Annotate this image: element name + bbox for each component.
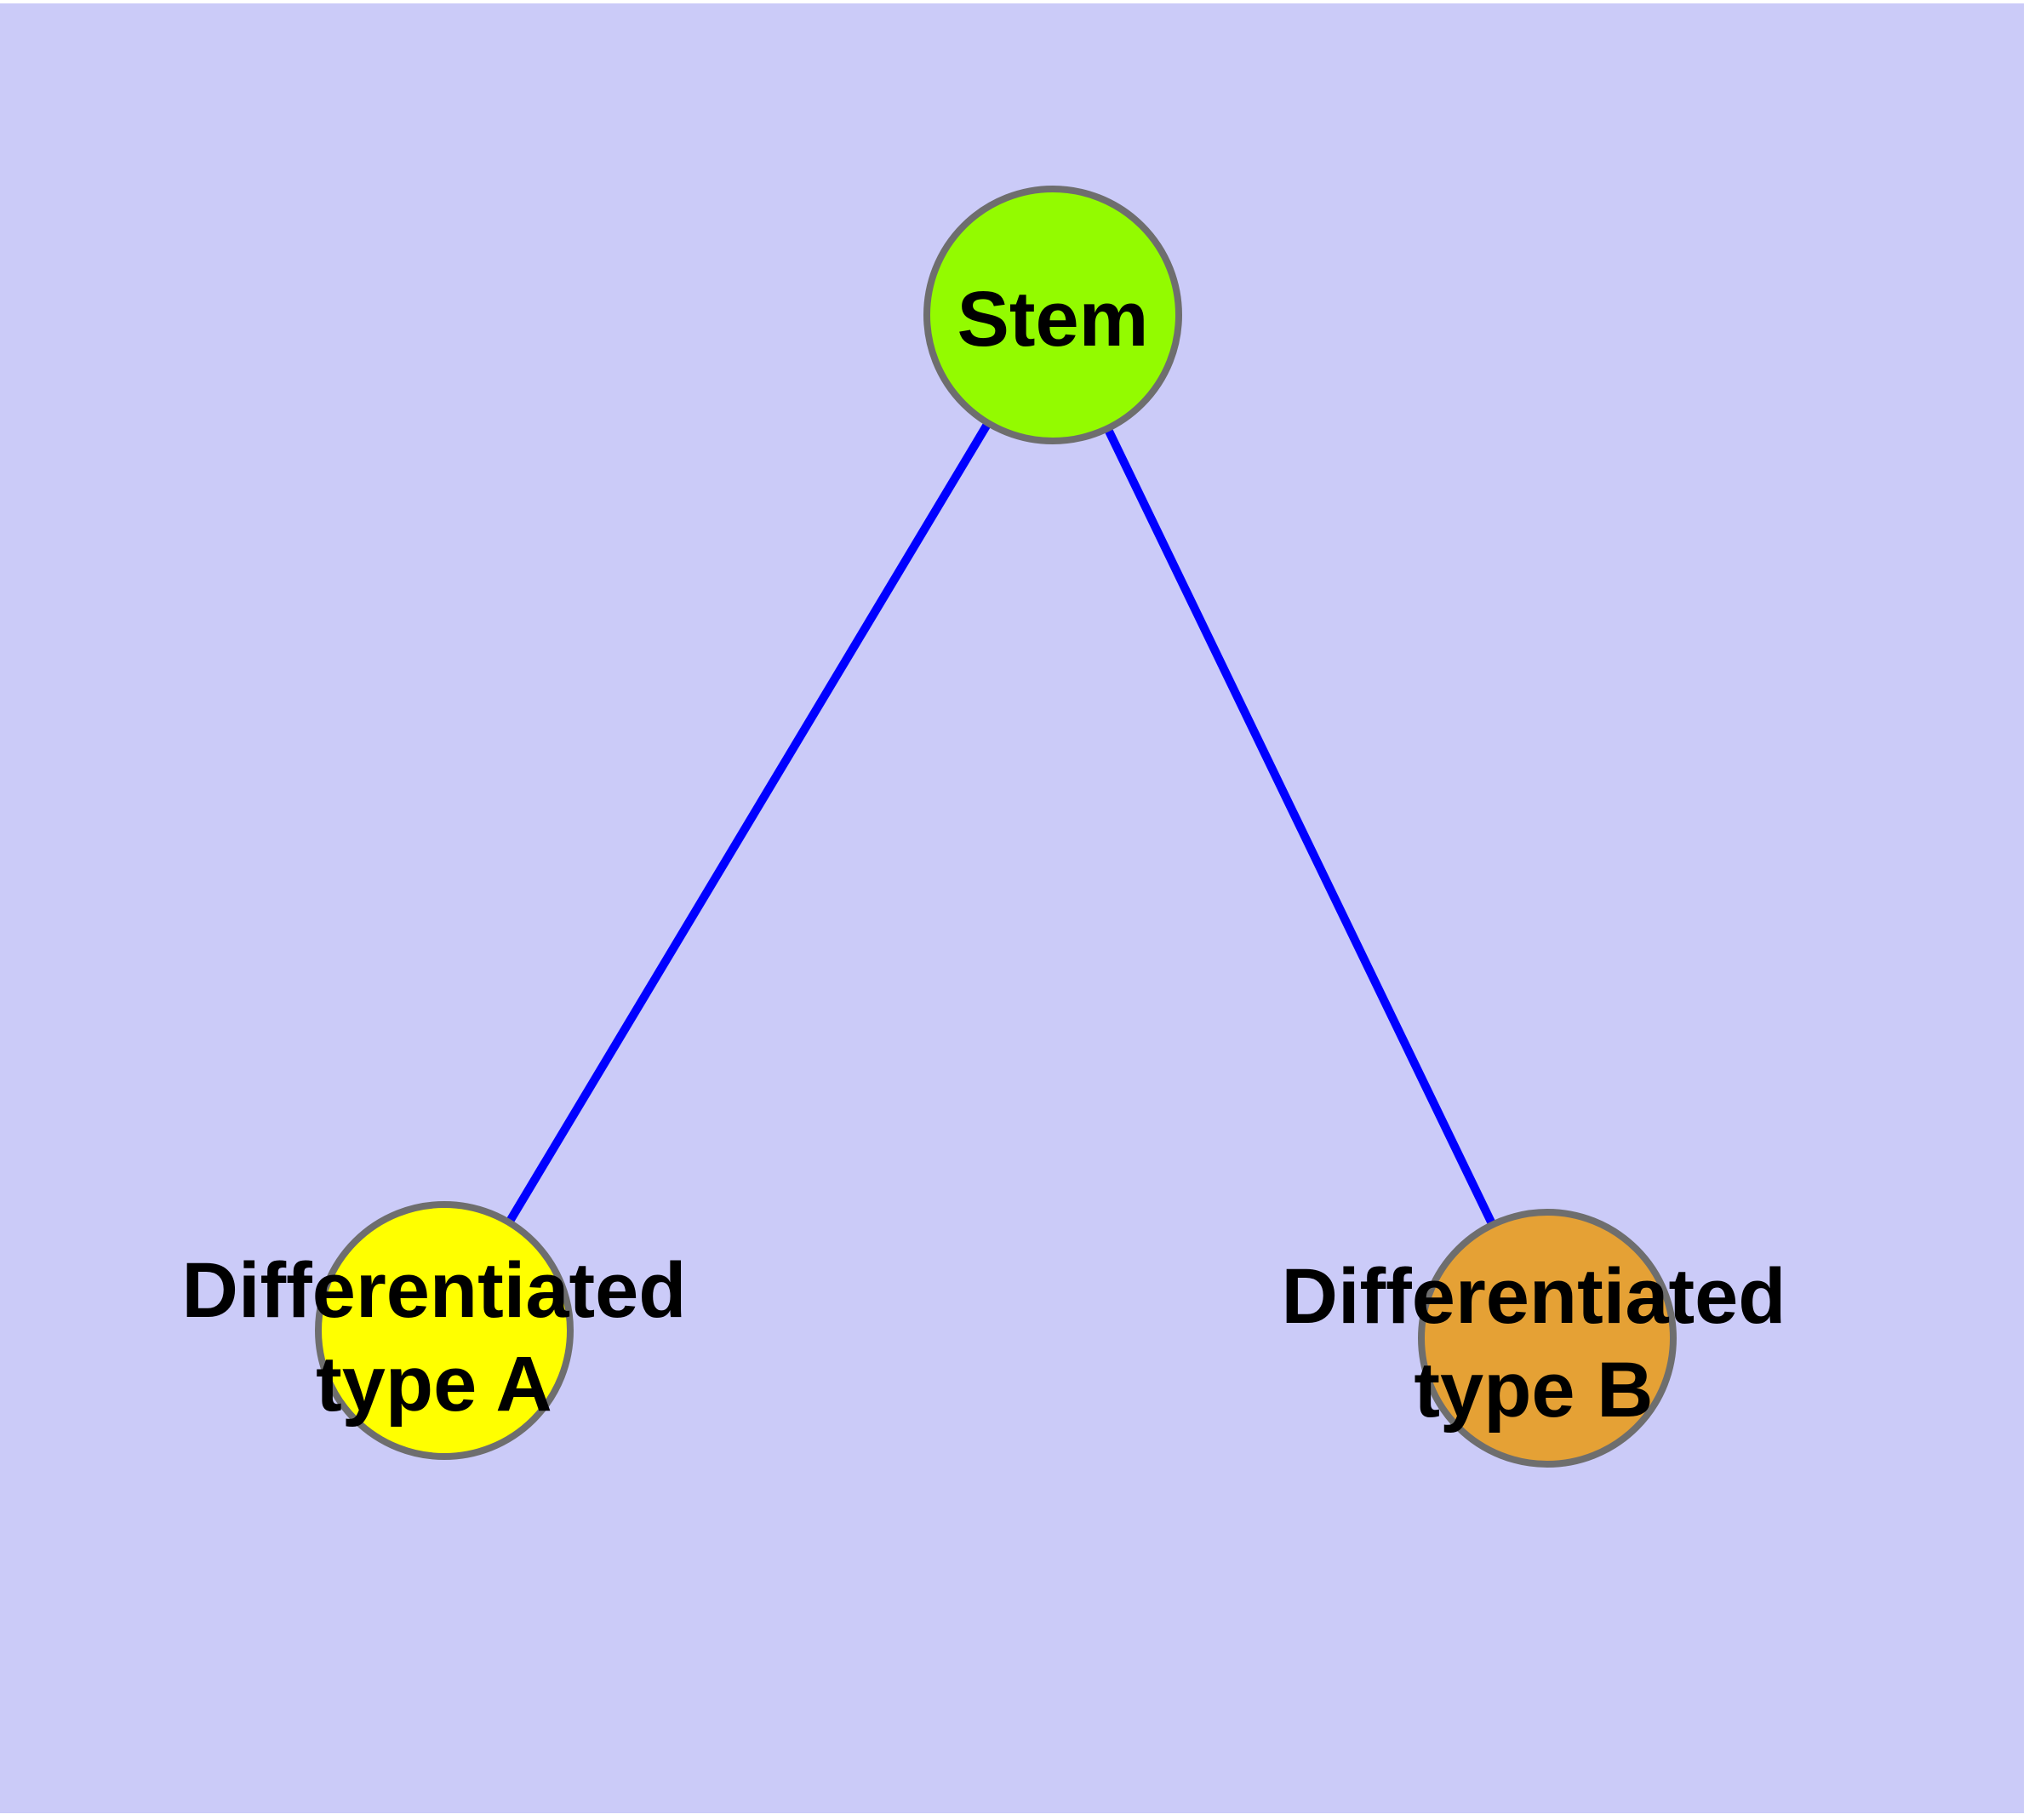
node-stem-circle[interactable]: [923, 186, 1182, 444]
edge-stem-to-type-b[interactable]: [1049, 312, 1552, 1341]
node-stem[interactable]: Stem: [923, 186, 1182, 444]
node-stem-label: Stem: [957, 276, 1149, 363]
node-differentiated-type-b-label-line2: type B: [1414, 1347, 1653, 1434]
node-differentiated-type-a[interactable]: Differentiated type A: [182, 1201, 687, 1460]
node-differentiated-type-a-label-line1: Differentiated: [182, 1247, 687, 1334]
node-differentiated-type-a-label-line2: type A: [316, 1341, 552, 1428]
node-differentiated-type-b[interactable]: Differentiated type B: [1282, 1209, 1786, 1468]
node-differentiated-type-a-circle[interactable]: [315, 1201, 574, 1460]
edge-stem-to-type-a[interactable]: [440, 312, 1057, 1333]
node-differentiated-type-b-label-line1: Differentiated: [1282, 1253, 1786, 1340]
node-differentiated-type-b-circle[interactable]: [1418, 1209, 1677, 1468]
